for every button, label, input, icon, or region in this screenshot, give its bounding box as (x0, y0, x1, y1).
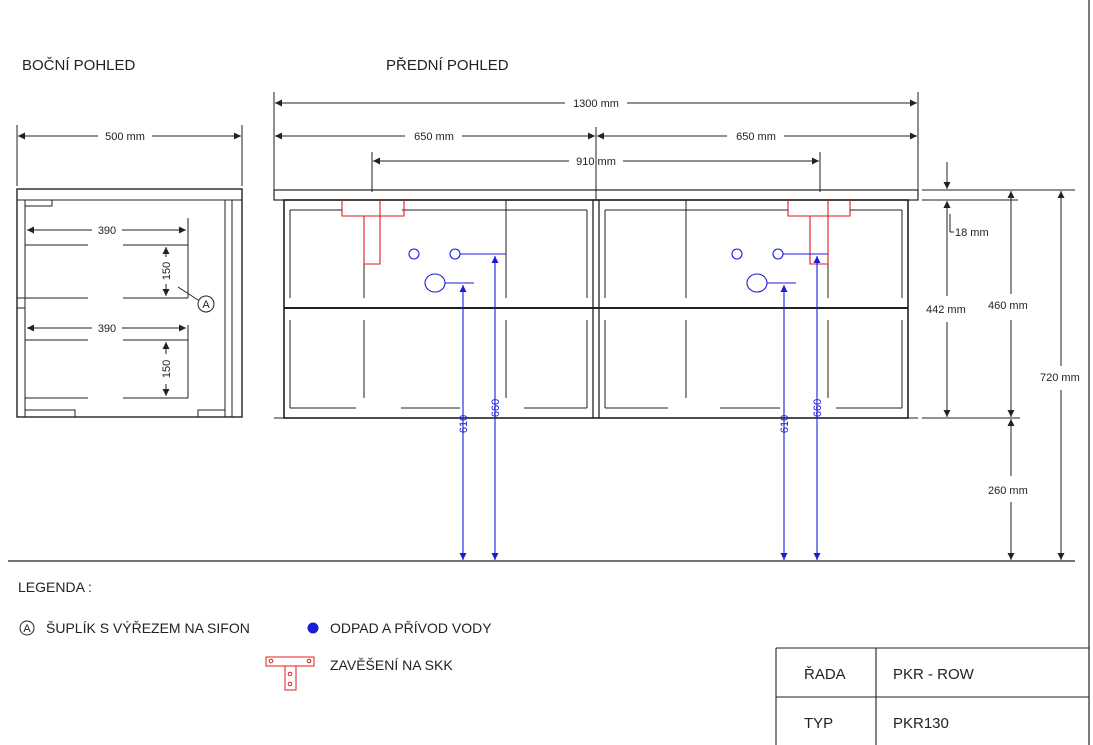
half-right-width-label: 650 mm (736, 131, 776, 143)
front-view (8, 92, 1075, 562)
drawer-marker-icon: A (23, 623, 31, 635)
drawer-depth-bottom-label: 150 (161, 360, 173, 378)
front-view-title: PŘEDNÍ POHLED (386, 57, 509, 74)
total-width-label: 1300 mm (573, 98, 619, 110)
body-height-label: 460 mm (988, 300, 1028, 312)
floor-clearance-label: 260 mm (988, 485, 1028, 497)
water-connections (408, 248, 828, 560)
siphon-spacing-label: 910 mm (576, 156, 616, 168)
water-dot-icon (307, 622, 319, 634)
wall-hanger-icon (265, 656, 315, 691)
drain-left-label: 610 (458, 415, 470, 433)
title-block (775, 647, 1089, 745)
side-width-label: 500 mm (105, 131, 145, 143)
series-value: PKR - ROW (893, 666, 975, 683)
legend-water-text: ODPAD A PŘÍVOD VODY (330, 620, 492, 636)
drawer-width-bottom-label: 390 (98, 323, 116, 335)
type-value: PKR130 (893, 715, 949, 732)
drain-right-label: 610 (779, 415, 791, 433)
top-thickness-label: 18 mm (955, 227, 989, 239)
half-left-width-label: 650 mm (414, 131, 454, 143)
total-height-label: 720 mm (1040, 372, 1080, 384)
front-height-label: 442 mm (926, 304, 966, 316)
series-label: ŘADA (804, 666, 846, 683)
drawer-marker-icon: A (202, 299, 210, 311)
type-label: TYP (804, 715, 833, 732)
supply-left-label: 660 (490, 399, 502, 417)
legend-hanger-text: ZAVĚŠENÍ NA SKK (330, 657, 453, 673)
legend-drawer-text: ŠUPLÍK S VÝŘEZEM NA SIFON (46, 620, 250, 636)
supply-right-label: 660 (812, 399, 824, 417)
legend-drawer-symbol: A (19, 620, 35, 636)
side-view-title: BOČNÍ POHLED (22, 57, 136, 74)
side-view (16, 125, 243, 418)
drawer-width-top-label: 390 (98, 225, 116, 237)
drawer-depth-top-label: 150 (161, 262, 173, 280)
legend-title: LEGENDA : (18, 579, 92, 595)
